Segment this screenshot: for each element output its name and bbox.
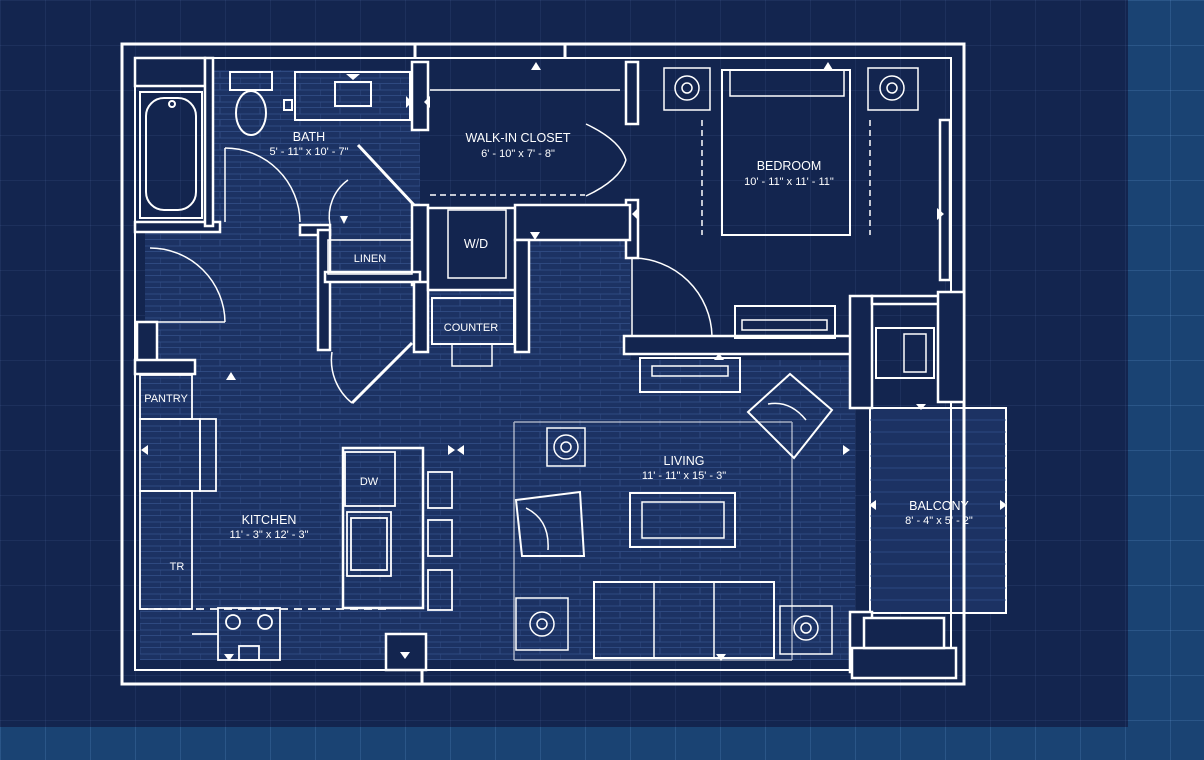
balcony-boards	[870, 419, 1006, 601]
trash-label: TR	[170, 561, 185, 573]
bath-name: BATH	[293, 130, 325, 144]
dishwasher-label: DW	[360, 476, 379, 488]
pantry-label: PANTRY	[144, 393, 188, 405]
closet-fixtures	[327, 209, 515, 367]
living-furniture	[513, 327, 935, 661]
balcony-deck	[869, 407, 1007, 614]
counter-label: COUNTER	[444, 322, 498, 334]
bath-dims: 5' - 11" x 10' - 7"	[269, 146, 348, 158]
bath-fixtures	[139, 71, 411, 219]
bedroom-furniture	[430, 67, 919, 339]
living-name: LIVING	[664, 454, 705, 468]
living-dims: 11' - 11" x 15' - 3"	[642, 470, 726, 482]
doors	[149, 123, 713, 405]
linen-label: LINEN	[354, 253, 386, 265]
kitchen-fixtures	[139, 374, 453, 661]
bedroom-dims: 10' - 11" x 11' - 11"	[744, 176, 834, 188]
washer-dryer-label: W/D	[464, 237, 488, 251]
walkin-closet-name: WALK-IN CLOSET	[465, 131, 570, 145]
interior-walls	[133, 56, 966, 680]
bedroom-name: BEDROOM	[757, 159, 822, 173]
balcony-dims: 8' - 4" x 5' - 2"	[905, 515, 973, 527]
kitchen-name: KITCHEN	[242, 513, 297, 527]
walkin-closet-dims: 6' - 10" x 7' - 8"	[481, 148, 555, 160]
kitchen-dims: 11' - 3" x 12' - 3"	[229, 529, 308, 541]
arrow-markers	[141, 62, 1007, 661]
balcony-name: BALCONY	[909, 499, 969, 513]
